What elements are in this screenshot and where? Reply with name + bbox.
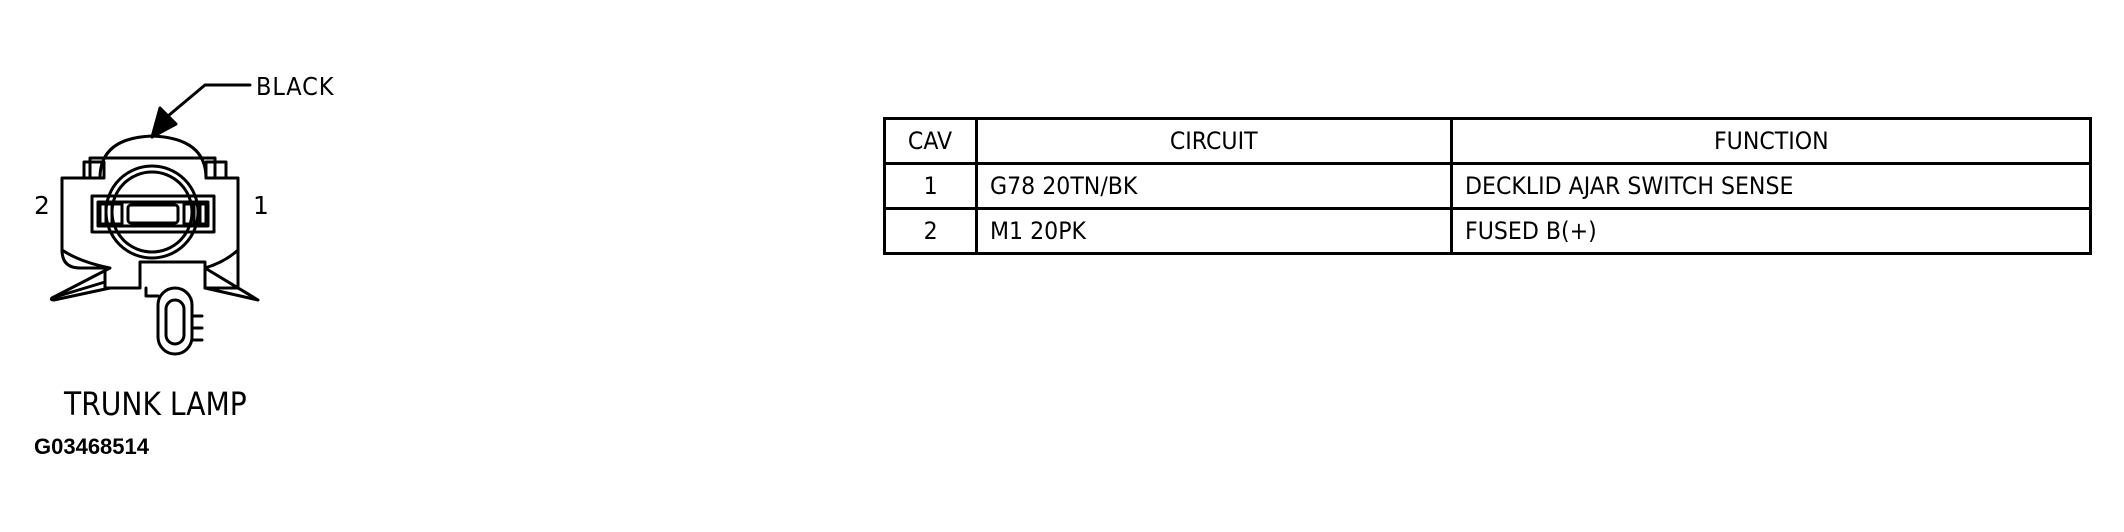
pinout-table: CAV CIRCUIT FUNCTION 1 G78 20TN/BK DECKL…	[883, 117, 2093, 255]
pin-label-left: 2	[34, 191, 50, 220]
pin-label-right: 1	[253, 191, 269, 220]
table-header-row: CAV CIRCUIT FUNCTION	[883, 117, 2093, 165]
leader-arrowhead	[150, 106, 178, 139]
header-function: FUNCTION	[1449, 117, 2093, 165]
trunk-lamp-connector-drawing	[49, 83, 260, 356]
left-tab	[82, 160, 106, 180]
socket-ring-inner	[110, 170, 194, 254]
connector-name: TRUNK LAMP	[64, 385, 247, 423]
cell-function: FUSED B(+)	[1449, 207, 2093, 255]
connector-color-label: BLACK	[256, 72, 335, 101]
connector-diagram: BLACK 2 1 TRUNK LAMP G03468514	[0, 0, 420, 480]
header-cav: CAV	[883, 117, 978, 165]
cell-function: DECKLID AJAR SWITCH SENSE	[1449, 162, 2093, 210]
left-flange	[49, 248, 112, 302]
cell-cav: 1	[883, 162, 978, 210]
figure-id: G03468514	[34, 434, 149, 459]
terminal-body	[90, 194, 216, 234]
socket-dome	[98, 134, 208, 180]
terminal-inner	[96, 200, 210, 228]
cell-cav: 2	[883, 207, 978, 255]
cell-circuit: M1 20PK	[974, 207, 1453, 255]
cell-circuit: G78 20TN/BK	[974, 162, 1453, 210]
connector-housing	[60, 156, 240, 290]
header-circuit: CIRCUIT	[974, 117, 1453, 165]
table-row: 1 G78 20TN/BK DECKLID AJAR SWITCH SENSE	[883, 162, 2093, 210]
right-flange	[203, 248, 260, 302]
lamp-post	[156, 286, 194, 356]
lamp-post-ribs	[190, 314, 204, 342]
lamp-post-slot	[164, 298, 186, 346]
color-leader-line	[166, 83, 252, 118]
bulb	[126, 203, 180, 225]
table-row: 2 M1 20PK FUSED B(+)	[883, 207, 2093, 255]
